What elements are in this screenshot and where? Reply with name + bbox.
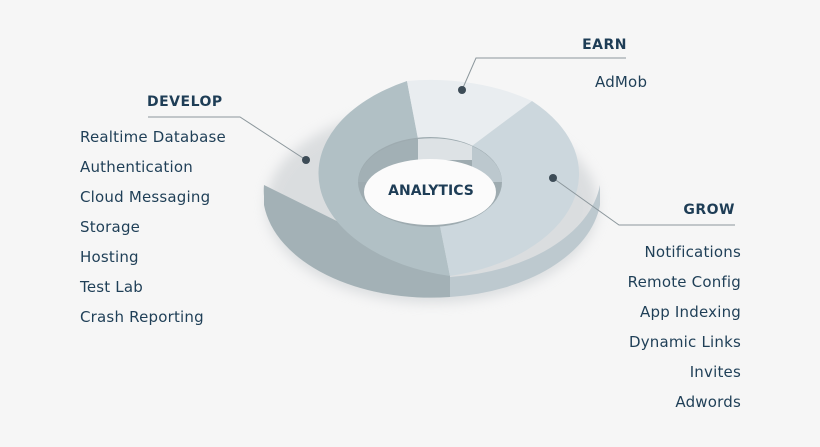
develop-item-storage: Storage [80,218,141,236]
grow-item-remote-config: Remote Config [627,273,741,291]
grow-item-app-indexing: App Indexing [640,303,741,321]
donut-side [263,185,600,298]
develop-leader-line [148,116,307,161]
earn-heading: EARN [582,37,627,53]
grow-dot [549,174,557,182]
grow-item-adwords: Adwords [675,393,741,411]
develop-heading: DEVELOP [147,94,223,110]
earn-item-admob: AdMob [595,73,648,91]
develop-item-crash-reporting: Crash Reporting [80,308,204,326]
earn-leader-line [461,57,626,91]
grow-item-notifications: Notifications [644,243,741,261]
analytics-label: ANALYTICS [388,183,474,199]
develop-item-realtime-database: Realtime Database [80,128,226,146]
segment-develop [318,81,450,276]
develop-item-authentication: Authentication [80,158,193,176]
grow-heading: GROW [683,202,735,218]
grow-leader-line [552,177,735,226]
earn-dot [458,86,466,94]
develop-dot [302,156,310,164]
develop-item-test-lab: Test Lab [80,278,143,296]
segment-grow [440,101,580,276]
develop-item-cloud-messaging: Cloud Messaging [80,188,211,206]
grow-item-invites: Invites [689,363,741,381]
grow-item-dynamic-links: Dynamic Links [628,333,741,351]
donut-hole [358,137,502,227]
segment-earn [407,79,532,146]
develop-item-hosting: Hosting [80,248,139,266]
